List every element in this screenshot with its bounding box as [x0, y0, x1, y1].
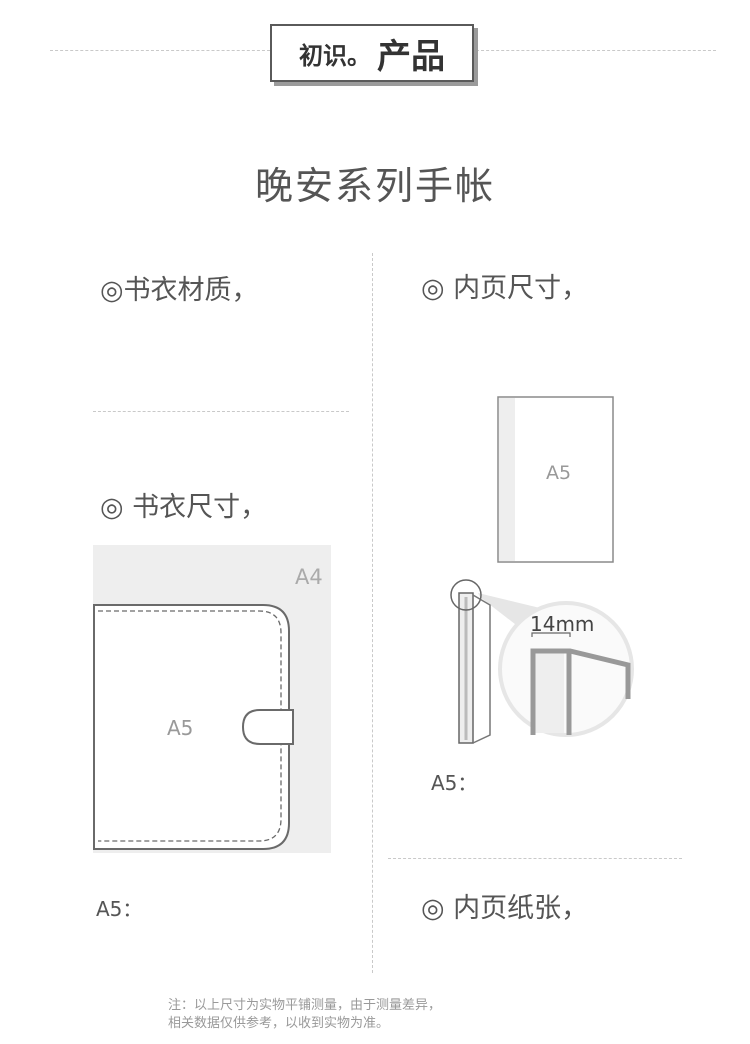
book-cover-side: [472, 594, 491, 744]
footnote-line-1: 注：以上尺寸为实物平铺测量，由于测量差异，: [168, 998, 442, 1013]
header-divider-left: [50, 50, 270, 51]
detail-marker: [450, 579, 482, 611]
inner-size-caption: A5：: [431, 771, 478, 795]
cover-size-heading: ◎ 书衣尺寸，: [100, 492, 268, 523]
a5-cover-label: A5: [167, 716, 194, 740]
cover-illustration: [93, 545, 331, 853]
section-title-small: 初识。: [299, 41, 371, 70]
a5-cover-outline: [93, 604, 290, 850]
inner-page-illustration: [497, 396, 614, 563]
thickness-illustration: [450, 579, 634, 744]
inner-page-label: A5: [546, 462, 572, 484]
section-title-box: 初识。 产品: [270, 24, 474, 82]
inner-page-outline: [497, 396, 614, 563]
inner-page-figure: A5: [497, 396, 614, 563]
a4-label: A4: [295, 565, 323, 589]
cover-size-caption: A5：: [96, 897, 143, 921]
magnified-ring: [530, 648, 631, 735]
inner-page-binding-strip: [499, 398, 515, 561]
thickness-label: 14mm: [530, 612, 595, 636]
center-divider: [372, 253, 373, 973]
thickness-bracket: [531, 632, 571, 637]
right-divider: [388, 858, 682, 859]
section-title-big: 产品: [377, 36, 445, 77]
header-divider-right: [476, 50, 716, 51]
footnote: 注：以上尺寸为实物平铺测量，由于测量差异， 相关数据仅供参考，以收到实物为准。: [168, 997, 441, 1033]
magnified-page-fill: [532, 653, 564, 733]
footnote-line-2: 相关数据仅供参考，以收到实物为准。: [168, 1016, 390, 1031]
page-title: 晚安系列手帐: [254, 164, 495, 208]
inner-size-heading: ◎ 内页尺寸，: [421, 273, 589, 304]
thickness-figure: 14mm: [440, 575, 640, 755]
cover-material-heading: ◎书衣材质，: [100, 275, 259, 306]
clasp-tab: [241, 709, 294, 745]
cover-size-figure: A4 A5: [93, 545, 331, 853]
inner-paper-heading: ◎ 内页纸张，: [421, 893, 589, 924]
left-divider: [93, 411, 349, 412]
